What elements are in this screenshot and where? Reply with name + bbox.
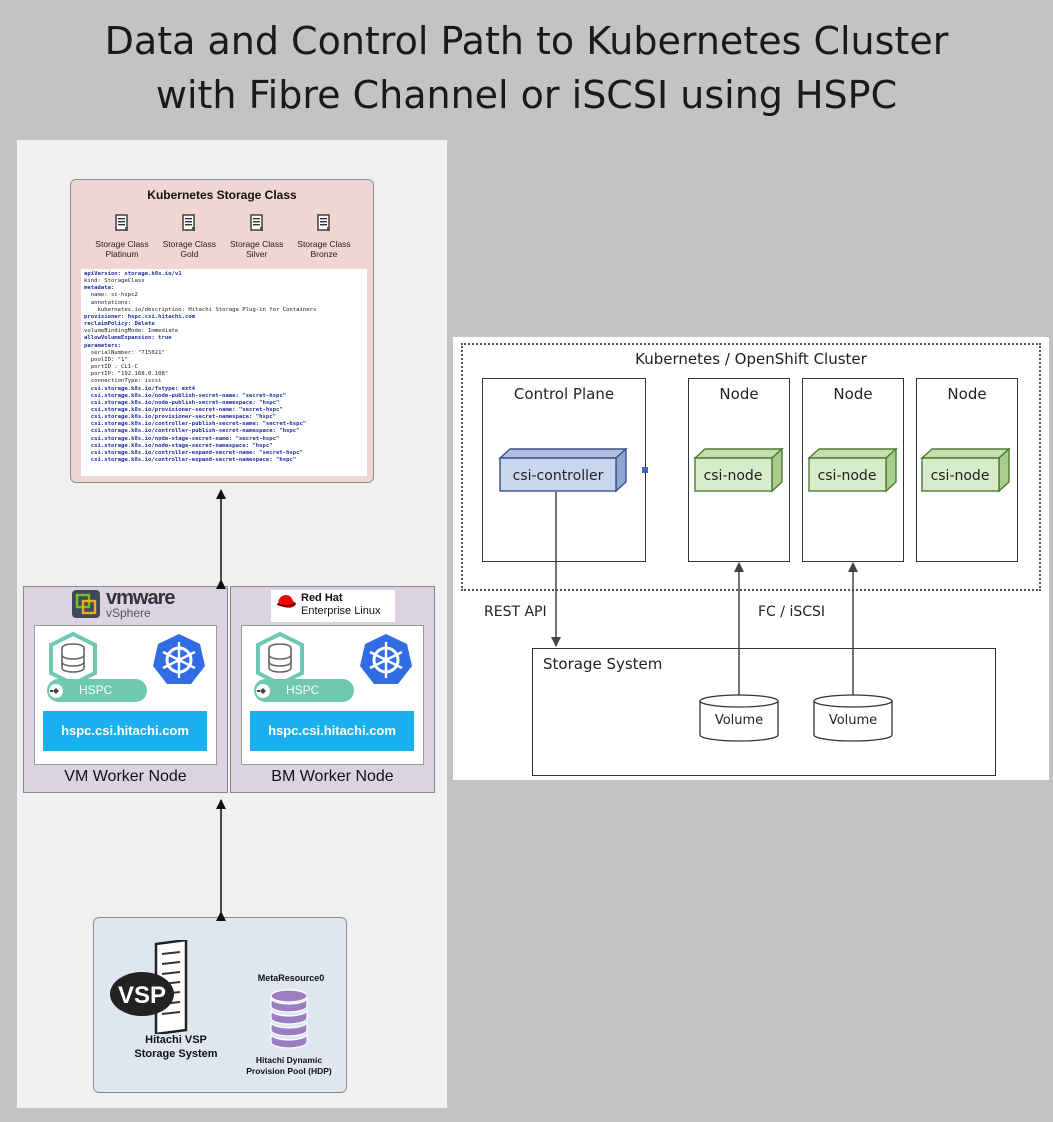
storage-class-label: Storage Class	[162, 239, 217, 249]
bm-worker-node: Red Hat Enterprise Linux HSPC hspc.csi.h	[230, 586, 435, 793]
yaml-line: csi.storage.k8s.io/controller-publish-se…	[84, 428, 300, 435]
plug-icon	[256, 684, 270, 698]
yaml-line: csi.storage.k8s.io/node-stage-secret-nam…	[84, 435, 280, 442]
vsp-label-line-1: Hitachi VSP	[145, 1034, 207, 1046]
storage-class-tier: Silver	[246, 249, 268, 259]
vsp-storage-box: VSP Hitachi VSP Storage System MetaResou…	[93, 917, 347, 1093]
storage-class-gold: Storage Class Gold	[160, 214, 218, 259]
yaml-line: reclaimPolicy: Delete	[84, 321, 155, 328]
vsp-badge: VSP	[118, 982, 166, 1009]
hdp-label-line-1: Hitachi Dynamic	[255, 1055, 323, 1065]
storage-class-tier: Bronze	[310, 249, 338, 259]
plug-icon	[49, 684, 63, 698]
fc-iscsi-label: FC / iSCSI	[758, 604, 826, 620]
yaml-line: portID : CL1-C	[84, 364, 138, 371]
storage-class-label: Storage Class	[95, 239, 149, 249]
yaml-line: csi.storage.k8s.io/provisioner-secret-na…	[84, 414, 276, 421]
csi-driver-bar: hspc.csi.hitachi.com	[250, 711, 414, 751]
storage-class-bronze: Storage Class Bronze	[295, 214, 353, 259]
node-title: Node	[947, 385, 987, 403]
yaml-line: connectionType: iscsi	[84, 378, 162, 385]
storage-class-silver: Storage Class Silver	[228, 214, 286, 259]
vm-worker-node: vmware vSphere HSPC hspc.csi.hitachi.com	[23, 586, 228, 793]
hdp-pool-label: Hitachi Dynamic Provision Pool (HDP)	[234, 1055, 344, 1077]
kubernetes-icon	[360, 634, 412, 684]
storage-class-platinum: Storage Class Platinum	[93, 214, 151, 259]
yaml-line: csi.storage.k8s.io/controller-publish-se…	[84, 421, 307, 428]
vmware-brand: vmware	[106, 587, 175, 609]
document-icon	[317, 214, 330, 231]
yaml-line: serialNumber: "715021"	[84, 349, 165, 356]
node-box-2: Node	[802, 378, 904, 562]
bm-worker-label: BM Worker Node	[271, 768, 394, 785]
yaml-line: volumeBindingMode: Immediate	[84, 328, 179, 335]
kubernetes-icon	[153, 634, 205, 684]
control-plane-title: Control Plane	[513, 385, 615, 403]
storage-system-box: Storage System	[532, 648, 996, 776]
node-title: Node	[719, 385, 759, 403]
bm-worker-inner: HSPC hspc.csi.hitachi.com	[241, 625, 424, 765]
title-line-2: with Fibre Channel or iSCSI using HSPC	[155, 73, 898, 117]
storage-class-box: Kubernetes Storage Class Storage Class P…	[70, 179, 374, 483]
storage-system-title: Storage System	[543, 655, 663, 673]
redhat-icon	[276, 595, 296, 608]
yaml-line: csi.storage.k8s.io/provisioner-secret-na…	[84, 406, 283, 413]
vsp-label-line-2: Storage System	[134, 1048, 218, 1060]
yaml-line: csi.storage.k8s.io/node-publish-secret-n…	[84, 399, 280, 406]
document-icon	[115, 214, 128, 231]
hspc-pill: HSPC	[47, 679, 147, 702]
vsphere-logo-icon	[72, 590, 100, 618]
yaml-line: name: sc-hspc2	[84, 292, 138, 299]
yaml-line: kubernetes.io/description: Hitachi Stora…	[84, 306, 317, 313]
yaml-line: metadata:	[84, 285, 115, 292]
vm-worker-inner: HSPC hspc.csi.hitachi.com	[34, 625, 217, 765]
vsp-label: Hitachi VSP Storage System	[114, 1033, 238, 1061]
yaml-line: annotations:	[84, 299, 132, 306]
cluster-boundary	[461, 343, 1041, 591]
storage-class-list: Storage Class Platinum Storage Class Gol…	[93, 214, 353, 259]
yaml-line: kind: StorageClass	[84, 278, 145, 285]
yaml-line: apiVersion: storage.k8s.io/v1	[84, 271, 182, 277]
redhat-brand: Red Hat	[301, 592, 343, 604]
node-title: Node	[833, 385, 873, 403]
document-icon	[249, 214, 263, 231]
node-box-1: Node	[688, 378, 790, 562]
yaml-line: csi.storage.k8s.io/node-publish-secret-n…	[84, 392, 287, 399]
yaml-line: allowVolumeExpansion: true	[84, 335, 172, 342]
yaml-line: csi.storage.k8s.io/controller-expand-sec…	[84, 457, 297, 464]
pool-database-icon	[270, 989, 308, 1049]
csi-driver-bar: hspc.csi.hitachi.com	[43, 711, 207, 751]
control-plane-box: Control Plane	[482, 378, 646, 562]
vm-worker-label: VM Worker Node	[64, 768, 187, 785]
vsp-array-icon: VSP	[110, 940, 188, 1034]
rhel-product: Enterprise Linux	[301, 605, 381, 617]
redhat-logo: Red Hat Enterprise Linux	[271, 590, 395, 622]
yaml-line: parameters:	[84, 342, 122, 349]
storage-class-label: Storage Class	[297, 239, 351, 249]
node-box-3: Node	[916, 378, 1018, 562]
hspc-pill: HSPC	[254, 679, 354, 702]
title-line-1: Data and Control Path to Kubernetes Clus…	[104, 19, 949, 63]
storage-class-tier: Platinum	[105, 249, 139, 259]
hspc-database-icon	[256, 632, 304, 686]
yaml-line: portIP: "192.168.0.108"	[84, 371, 169, 378]
document-icon	[182, 214, 196, 231]
storage-class-title: Kubernetes Storage Class	[147, 188, 297, 202]
yaml-line: csi.storage.k8s.io/fstype: ext4	[84, 385, 196, 392]
storage-class-label: Storage Class	[229, 239, 284, 249]
vsphere-product: vSphere	[106, 606, 151, 620]
hdp-label-line-2: Provision Pool (HDP)	[246, 1066, 332, 1076]
meta-resource-label: MetaResource0	[257, 973, 325, 983]
yaml-line: provisioner: hspc.csi.hitachi.com	[84, 313, 196, 320]
diagram-title: Data and Control Path to Kubernetes Clus…	[0, 14, 1053, 122]
yaml-line: poolID: "1"	[84, 356, 128, 363]
cluster-title: Kubernetes / OpenShift Cluster	[635, 350, 867, 368]
storage-class-tier: Gold	[180, 249, 199, 259]
yaml-line: csi.storage.k8s.io/node-stage-secret-nam…	[84, 442, 273, 449]
rest-api-label: REST API	[484, 604, 547, 620]
yaml-line: csi.storage.k8s.io/controller-expand-sec…	[84, 449, 303, 456]
hspc-database-icon	[49, 632, 97, 686]
